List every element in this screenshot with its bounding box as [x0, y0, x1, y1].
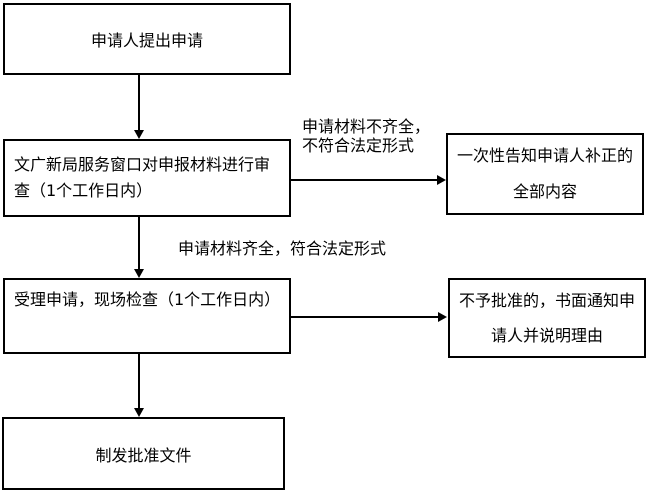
- flow-step-issue-document: 制发批准文件: [2, 417, 285, 490]
- arrow-head-right-icon: [437, 175, 446, 185]
- arrow-head-down-icon: [134, 269, 144, 278]
- flow-step-notify-rejection: 不予批准的，书面通知申 请人并说明理由: [448, 278, 646, 358]
- arrow-shaft: [138, 353, 140, 409]
- edge-label-line: 申请材料齐全，符合法定形式: [178, 239, 387, 258]
- arrow-head-down-icon: [134, 130, 144, 139]
- arrow-head-right-icon: [438, 312, 447, 322]
- edge-label-line: 申请材料不齐全，: [302, 117, 431, 136]
- edge-label-materials-complete: 申请材料齐全，符合法定形式: [178, 239, 386, 258]
- flow-step-label-line: 请人并说明理由: [490, 326, 603, 345]
- flow-step-label-line: 全部内容: [512, 182, 577, 201]
- flow-step-label: 受理申请，现场检查（1个工作日内）: [14, 290, 281, 309]
- flow-step-label: 申请人提出申请: [90, 31, 203, 50]
- flow-step-label-line: 不予批准的，书面通知申: [458, 291, 635, 310]
- arrow-shaft: [138, 216, 140, 270]
- flow-step-label: 文广新局服务窗口对申报材料进行审查（1个工作日内）: [14, 155, 271, 200]
- arrow-shaft: [290, 179, 438, 181]
- flow-step-window-review: 文广新局服务窗口对申报材料进行审查（1个工作日内）: [3, 139, 291, 217]
- arrow-head-down-icon: [134, 408, 144, 417]
- flow-step-label: 制发批准文件: [95, 445, 192, 465]
- flow-step-submit-application: 申请人提出申请: [3, 3, 291, 75]
- flow-step-label-line: 一次性告知申请人补正的: [456, 146, 633, 165]
- edge-label-materials-incomplete: 申请材料不齐全， 不符合法定形式: [302, 117, 430, 155]
- arrow-shaft: [138, 75, 140, 131]
- flow-step-notify-supplement: 一次性告知申请人补正的 全部内容: [446, 133, 644, 215]
- flow-step-accept-inspect: 受理申请，现场检查（1个工作日内）: [3, 278, 291, 354]
- edge-label-line: 不符合法定形式: [302, 136, 415, 155]
- arrow-shaft: [290, 316, 439, 318]
